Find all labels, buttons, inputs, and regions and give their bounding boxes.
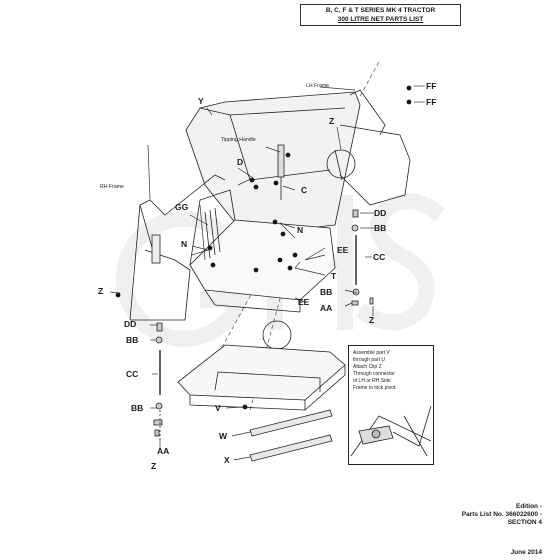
inset-drawing [350,405,432,457]
footer-section: SECTION 4 [507,519,542,526]
callout-ee-mid: EE [298,297,310,307]
inset-line: Assemble part V [353,350,390,356]
callout-y: Y [198,96,204,106]
inset-line: Through connector [353,371,395,377]
footer-parts-list-no: Parts List No. 366022600 - [461,511,542,518]
strip-x [249,434,333,462]
rh-frame-part [129,174,226,321]
callout-z-bottom: Z [151,461,157,471]
lh-frame-part [334,89,411,206]
callout-w: W [219,431,228,441]
callout-c: C [301,185,308,195]
inset-line: Frame to lock pivot. [353,385,397,391]
callout-ff-upper: FF [426,81,437,91]
footer-date: June 2014 [510,549,542,556]
bottom-tray-part [177,344,346,411]
inset-line: Attach Clip Z [353,364,382,370]
net-bag-top [185,91,361,236]
rh-frame-label: RH Frame [100,184,124,190]
callout-bb-left-upper: BB [126,335,139,345]
tipping-handle-part [277,144,285,200]
callout-ee-right: EE [337,245,349,255]
title-line-1: B, C, F & T SERIES MK 4 TRACTOR [325,7,436,14]
right-hardware-stack [351,209,374,306]
inset-line: through part U [353,357,385,363]
tipping-handle-label: Tipping Handle [221,137,256,143]
callout-x: X [224,455,230,465]
callout-n-right: N [297,225,304,235]
callout-t: T [331,271,337,281]
lh-frame-label: LH Frame [306,83,330,89]
callout-bb-mid: BB [320,287,333,297]
footer-edition: Edition - [516,503,542,510]
callout-cc-right: CC [373,252,386,262]
callout-dd-left: DD [124,319,137,329]
callout-bb-left-lower: BB [131,403,144,413]
inset-line: of LH or RH Side [353,378,391,384]
callout-z-right: Z [369,315,375,325]
callout-cc-left: CC [126,369,139,379]
callout-d: D [237,157,244,167]
callout-z-top: Z [329,116,335,126]
callout-dd-right: DD [374,208,387,218]
left-hardware-stack [153,322,163,440]
callout-n-left: N [181,239,188,249]
callout-aa-right: AA [320,303,333,313]
assembly-detail-inset: Assemble part V through part U Attach Cl… [348,345,434,465]
callout-ff-lower: FF [426,97,437,107]
callout-z-left: Z [98,286,104,296]
callout-gg: GG [175,202,189,212]
callout-v: V [215,403,221,413]
inset-instructions: Assemble part V through part U Attach Cl… [353,350,397,392]
title-box: B, C, F & T SERIES MK 4 TRACTOR 300 LITR… [300,4,461,26]
callout-bb-right: BB [374,223,387,233]
strip-w [249,409,333,437]
leader-lines [109,85,425,461]
title-line-2: 300 LITRE NET PARTS LIST [337,16,424,23]
fastener-dots [115,85,412,410]
callout-aa-left: AA [157,446,170,456]
